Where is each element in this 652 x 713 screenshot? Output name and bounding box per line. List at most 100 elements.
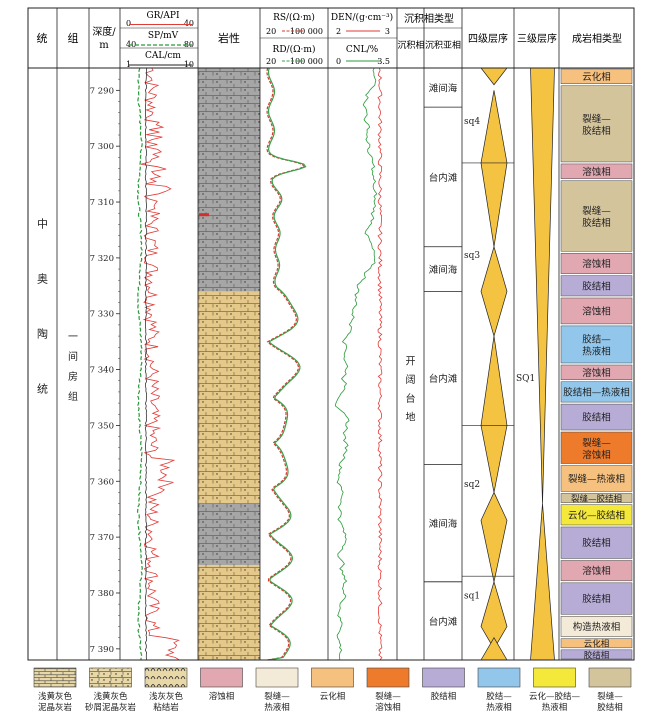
facies-char: 开	[406, 356, 416, 367]
sq3-upper-diamond	[480, 245, 508, 338]
third-order-lower-triangle	[530, 503, 555, 661]
subfacies-label: 滩间海	[429, 518, 458, 530]
third-order-label: SQ1	[516, 374, 535, 384]
tong-char: 中	[37, 218, 48, 231]
sq1-bottom-triangle	[480, 636, 508, 661]
rd-min: 20	[266, 57, 276, 66]
legend-label-line1: 云化—胶结—	[529, 691, 581, 702]
depth-tick-label: 7 370	[90, 533, 114, 543]
depth-tick-label: 7 390	[90, 645, 114, 655]
header-fourth-order: 四级层序	[468, 32, 508, 45]
sp-label: SP/mV	[148, 31, 179, 41]
subfacies-label: 滩间海	[429, 264, 458, 276]
legend-swatch	[200, 667, 243, 688]
diagenetic-interval	[560, 493, 633, 503]
depth-tick-label: 7 300	[90, 142, 114, 152]
diagenetic-label: 溶蚀相	[582, 258, 611, 270]
zu-char: 间	[68, 350, 78, 363]
fourth-order-label: sq2	[464, 480, 480, 490]
legend-label-line1: 裂缝—	[264, 691, 290, 702]
zu-char: 一	[68, 332, 78, 343]
diagenetic-label-line2: 溶蚀相	[582, 449, 611, 461]
legend-swatch	[366, 667, 410, 688]
sp-curve	[136, 67, 144, 661]
facies-char: 阔	[406, 373, 416, 386]
fourth-order-label: sq3	[464, 251, 480, 261]
legend-swatch	[588, 667, 632, 688]
depth-tick-label: 7 350	[90, 421, 114, 431]
legend-label-line1: 胶结相	[431, 691, 457, 702]
diagenetic-label: 胶结相	[582, 593, 611, 605]
diagenetic-interval	[560, 638, 633, 649]
tong-char: 陶	[37, 327, 48, 341]
rs-max: 100 000	[290, 27, 323, 36]
depth-tick-label: 7 310	[90, 198, 114, 208]
diagenetic-label: 溶蚀相	[582, 367, 611, 379]
den-label: DEN/(g·cm⁻³)	[331, 12, 393, 23]
third-order-upper-triangle	[530, 67, 555, 504]
diagenetic-label: 溶蚀相	[582, 305, 611, 317]
diagenetic-interval	[560, 253, 633, 274]
diagenetic-label-line1: 裂缝—	[582, 437, 611, 449]
diagenetic-interval	[560, 275, 633, 297]
diagenetic-interval	[560, 403, 633, 431]
cnl-min: 0	[336, 57, 341, 66]
legend-label-line2: 粘结岩	[153, 702, 179, 713]
diagenetic-label: 胶结相	[582, 537, 611, 549]
lithology-marker	[199, 213, 209, 217]
diagenetic-label: 裂缝—热液相	[568, 473, 625, 485]
diagenetic-label: 云化相	[584, 639, 610, 650]
depth-tick-label: 7 290	[90, 86, 114, 96]
sq3-diamond	[480, 336, 508, 493]
lithology-interval	[198, 565, 260, 660]
header-diagenetic: 成岩相类型	[572, 32, 622, 45]
depth-tick-label: 7 360	[90, 477, 114, 487]
diagenetic-interval	[560, 364, 633, 381]
facies-char: 地	[406, 411, 416, 424]
diagenetic-label: 胶结相	[584, 650, 610, 661]
legend-label-line1: 胶结—	[486, 691, 512, 702]
legend-swatch	[422, 667, 465, 688]
legend-label-line2: 泥晶灰岩	[38, 702, 73, 713]
legend-label-line1: 溶蚀相	[209, 691, 235, 702]
legend-label-line2: 砂屑泥晶灰岩	[85, 702, 137, 713]
header-subfacies: 沉积亚相	[425, 39, 461, 51]
cal-min: 1	[126, 60, 131, 69]
lithology-interval	[198, 68, 260, 292]
rd-max: 100 000	[290, 57, 323, 66]
legend-label-line1: 裂缝—	[375, 691, 401, 702]
diagenetic-label: 胶结相	[582, 412, 611, 424]
lithology-interval	[198, 291, 260, 504]
tong-char: 奥	[37, 272, 48, 286]
subfacies-label: 滩间海	[429, 83, 458, 95]
facies-char: 台	[406, 392, 416, 405]
den-max: 3	[385, 27, 390, 36]
cal-label: CAL/cm	[145, 51, 181, 61]
diagenetic-interval	[560, 431, 633, 464]
legend-label-line2: 热液相	[542, 702, 568, 713]
zu-char: 组	[68, 390, 78, 403]
legend-swatch	[311, 667, 354, 688]
diagenetic-facies-column: 云化相裂缝—胶结相溶蚀相裂缝—胶结相溶蚀相胶结相溶蚀相胶结—热液相溶蚀相胶结相—…	[560, 68, 633, 661]
diagenetic-label: 胶结相	[582, 280, 611, 292]
cal-max: 10	[184, 60, 194, 69]
third-order-sequence: SQ1	[516, 67, 555, 661]
header-zu: 组	[68, 31, 79, 45]
legend-label-line2: 胶结相	[597, 702, 623, 713]
table-header: 统 组 深度/ m GR/API 0 40 SP/mV 40 80 CAL/cm…	[37, 11, 623, 69]
lithology-column	[198, 68, 260, 660]
cnl-curve	[334, 67, 378, 661]
diagenetic-interval	[560, 85, 633, 163]
header-third-order: 三级层序	[517, 32, 557, 45]
fourth-order-label: sq1	[464, 592, 480, 602]
legend: 浅黄灰色泥晶灰岩浅黄灰色砂屑泥晶灰岩浅灰灰色粘结岩溶蚀相裂缝—热液相云化相裂缝—…	[33, 667, 632, 713]
rs-label: RS/(Ω·m)	[273, 12, 315, 23]
subfacies-label: 台内滩	[429, 616, 458, 628]
header-facies-type: 沉积相类型	[404, 12, 454, 25]
diagenetic-label-line2: 胶结相	[582, 217, 611, 229]
diagenetic-interval	[560, 465, 633, 492]
diagenetic-label: 胶结相—热液相	[563, 386, 630, 398]
